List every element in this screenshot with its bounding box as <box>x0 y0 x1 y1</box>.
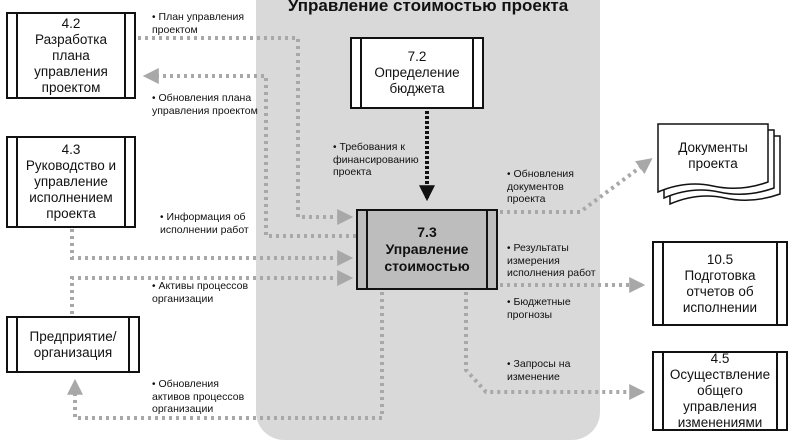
box-label: Управление стоимостью <box>384 241 470 274</box>
box-cost-control[interactable]: 7.3 Управление стоимостью <box>356 209 498 290</box>
documents-stack <box>657 123 781 206</box>
box-plan-development[interactable]: 4.2 Разработка плана управления проектом <box>6 12 136 99</box>
label-funding-req: •Требования к финансированию проекта <box>333 141 419 178</box>
box-label: Определение бюджета <box>374 65 460 96</box>
flow-doc-updates <box>500 158 653 214</box>
box-direct-manage[interactable]: 4.3 Руководство и управление исполнением… <box>6 136 136 228</box>
box-label: Документы проекта <box>678 140 748 171</box>
box-label: Руководство и управление исполнением про… <box>25 158 117 221</box>
box-budget[interactable]: 7.2 Определение бюджета <box>350 37 484 109</box>
label-change-requests: •Запросы на изменение <box>507 358 571 383</box>
label-budget-forecasts: •Бюджетные прогнозы <box>507 296 571 321</box>
label-doc-updates: •Обновления документов проекта <box>507 168 574 205</box>
label-org-assets-updates: •Обновления активов процессов организаци… <box>152 378 245 415</box>
label-work-perf-info: •Информация об исполнении работ <box>160 211 249 236</box>
flow-pm-plan <box>138 36 354 225</box>
box-documents[interactable]: Документы проекта <box>658 140 768 172</box>
label-pm-plan: •План управления проектом <box>152 11 245 36</box>
box-label: Подготовка отчетов об исполнении <box>682 267 758 315</box>
box-change-control[interactable]: 4.5 Осуществление общего управления изме… <box>652 351 788 431</box>
flow-pm-plan-updates <box>142 68 356 238</box>
diagram-title: Управление стоимостью проекта <box>287 0 569 15</box>
label-work-perf-measures: •Результаты измерения исполнения работ <box>507 242 596 279</box>
box-enterprise[interactable]: Предприятие/ организация <box>6 316 140 373</box>
box-label: Предприятие/ организация <box>29 328 117 360</box>
box-performance-reports[interactable]: 10.5 Подготовка отчетов об исполнении <box>652 241 788 326</box>
label-org-assets: •Активы процессов организации <box>152 280 249 305</box>
flow-org-assets-updates <box>67 292 384 420</box>
flow-work-perf-info <box>70 229 354 266</box>
flow-change-requests <box>464 292 646 400</box>
box-label: Осуществление общего управления изменени… <box>669 367 771 430</box>
label-pm-plan-updates: •Обновления плана управления проектом <box>152 92 258 117</box>
flow-org-assets <box>70 270 354 314</box>
box-label: Разработка плана управления проектом <box>34 31 108 95</box>
